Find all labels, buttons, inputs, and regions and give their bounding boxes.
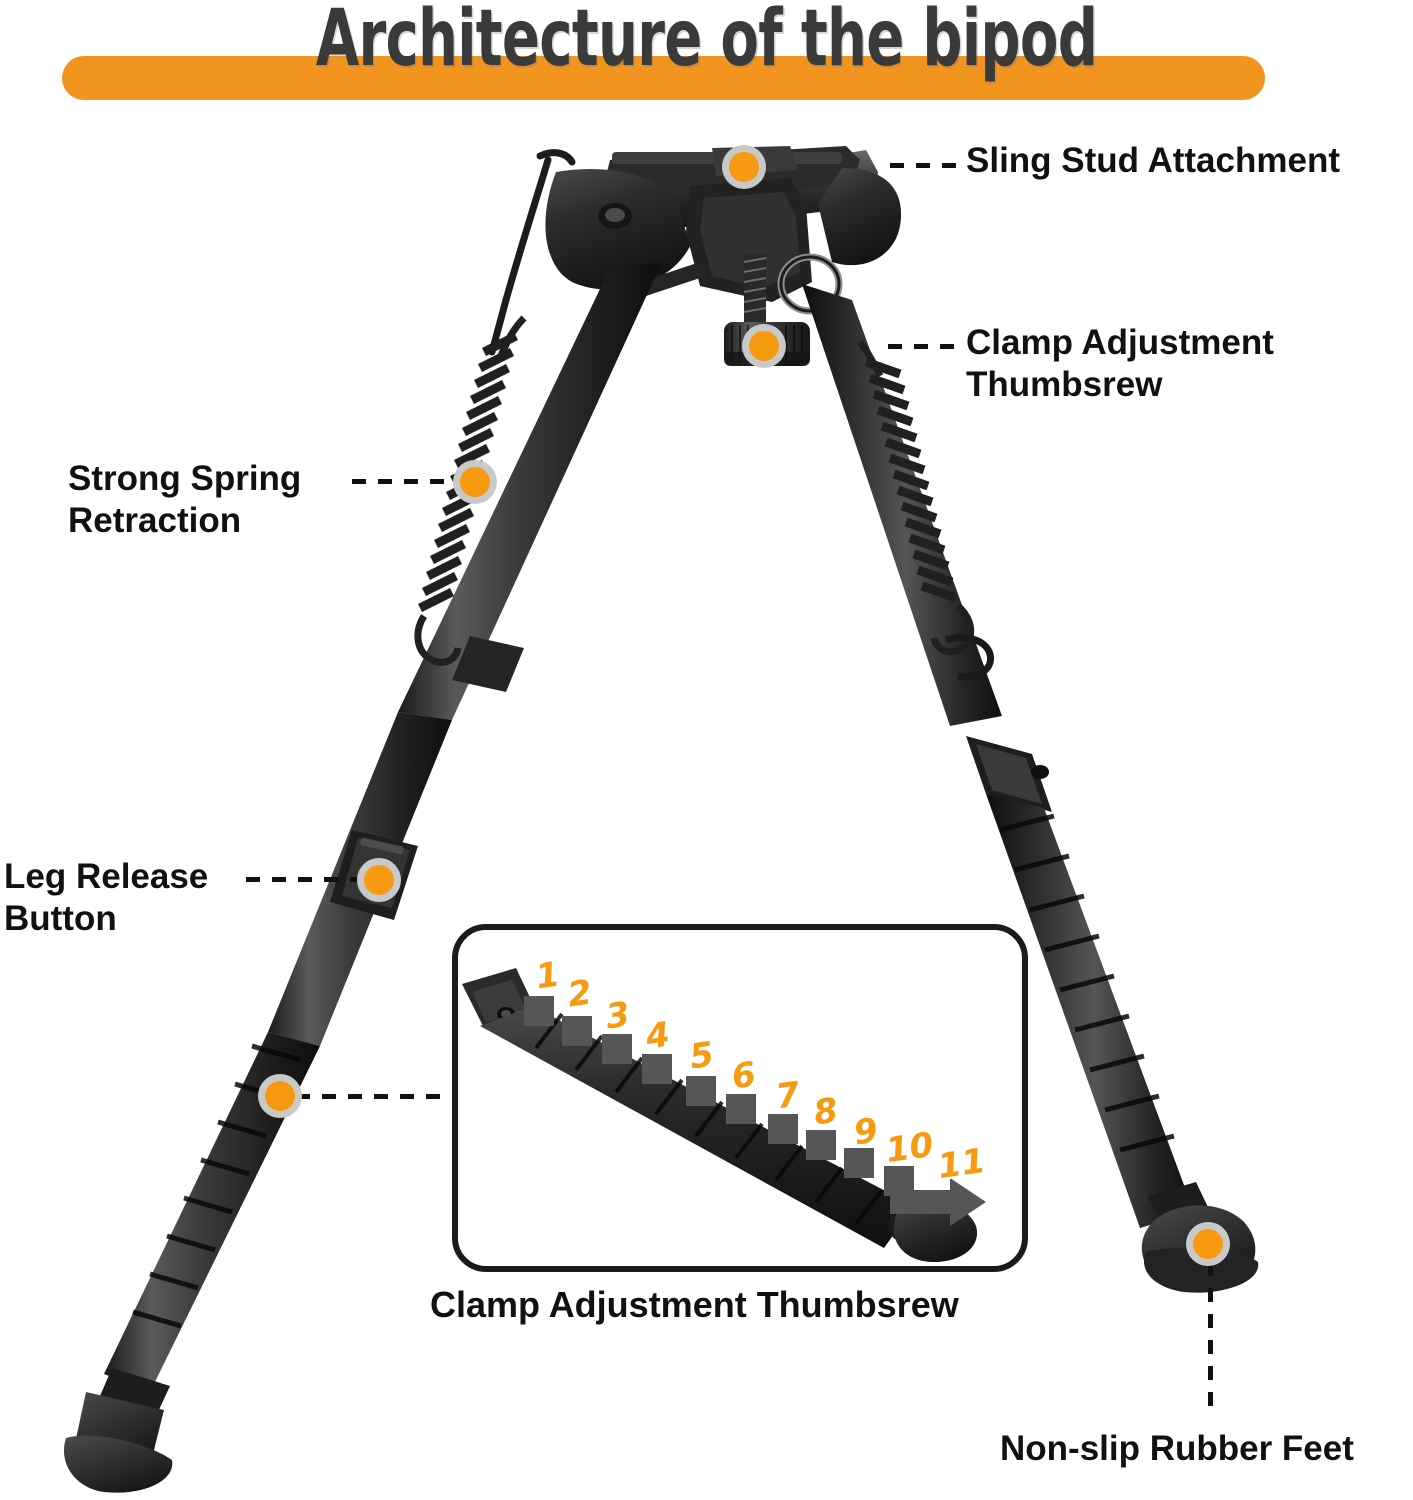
- leader-line-rubber-feet: [1208, 1262, 1213, 1418]
- notch-number-6: 6: [728, 1053, 760, 1099]
- notch-square-6: [726, 1094, 756, 1124]
- leg-release-collar-right: [966, 736, 1052, 812]
- leader-line-inset: [296, 1094, 456, 1099]
- leader-line-clamp: [888, 344, 964, 349]
- notch-square-9: [844, 1148, 874, 1178]
- leader-line-spring: [352, 479, 462, 484]
- callout-label-leg-release-button: Leg Release Button: [4, 857, 209, 938]
- notch-number-5: 5: [686, 1033, 718, 1079]
- notch-number-4: 4: [642, 1013, 674, 1059]
- notched-extension-right: [986, 794, 1194, 1228]
- rubber-foot-left: [63, 1368, 173, 1493]
- page-title: Architecture of the bipod: [315, 0, 1098, 84]
- bipod-head-assembly: [488, 146, 902, 366]
- callout-label-clamp-adjustment-thumbsrew: Clamp Adjustment Thumbsrew: [966, 323, 1274, 404]
- right-retraction-spring: [857, 339, 975, 656]
- notch-number-7: 7: [772, 1073, 804, 1119]
- notch-number-1: 1: [532, 953, 564, 999]
- marker-non-slip-rubber-feet[interactable]: [1186, 1222, 1230, 1266]
- inset-caption: Clamp Adjustment Thumbsrew: [430, 1284, 959, 1325]
- inset-leg-illustration: [462, 968, 986, 1262]
- notch-square-2: [562, 1016, 592, 1046]
- notch-square-1: [524, 996, 554, 1026]
- notch-number-8: 8: [810, 1089, 842, 1135]
- leader-line-sling-stud: [890, 163, 964, 168]
- page-header: Architecture of the bipod: [0, 0, 1413, 112]
- callout-label-non-slip-rubber-feet: Non-slip Rubber Feet: [1000, 1429, 1354, 1468]
- marker-clamp-thumbsrew[interactable]: [742, 324, 786, 368]
- notch-square-3: [602, 1034, 632, 1064]
- title-highlight-bar: [62, 56, 1265, 100]
- callout-label-sling-stud-attachment: Sling Stud Attachment: [966, 141, 1340, 180]
- notch-square-4: [642, 1054, 672, 1084]
- notch-square-5: [686, 1076, 716, 1106]
- marker-sling-stud-attachment[interactable]: [722, 145, 766, 189]
- inset-detail-panel: 1 2 3 4 5 6 7 8 9 10 11: [452, 924, 1028, 1272]
- notch-square-10: [884, 1166, 914, 1196]
- notch-number-2: 2: [564, 971, 596, 1017]
- marker-strong-spring[interactable]: [453, 460, 497, 504]
- notch-number-11: 11: [934, 1139, 989, 1188]
- leader-line-leg-release: [246, 877, 368, 882]
- notch-number-3: 3: [602, 993, 634, 1039]
- notch-number-10: 10: [882, 1123, 937, 1172]
- swivel-ring: [777, 253, 843, 315]
- notched-extension-left: [104, 1032, 320, 1392]
- notch-square-8: [806, 1130, 836, 1160]
- marker-notched-leg[interactable]: [258, 1074, 302, 1118]
- notch-square-7: [768, 1114, 798, 1144]
- marker-leg-release-button[interactable]: [357, 858, 401, 902]
- callout-label-strong-spring-retraction: Strong Spring Retraction: [68, 459, 302, 540]
